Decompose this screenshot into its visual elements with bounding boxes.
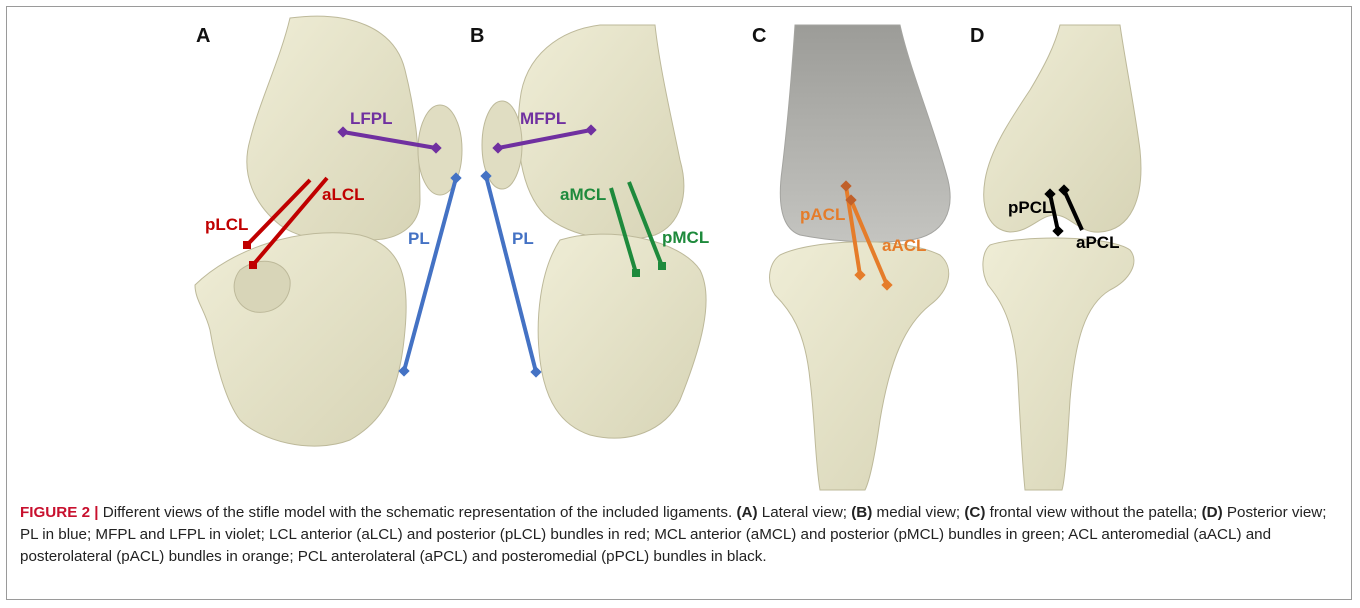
panel-c-pacl-label: pACL [800, 205, 845, 224]
panel-b-mfpl-label: MFPL [520, 109, 566, 128]
panel-d: D pPCL aPCL [970, 25, 1141, 490]
panel-a-plcl-label: pLCL [205, 215, 248, 234]
panel-a-tibia [195, 233, 406, 446]
panel-b-amcl-label: aMCL [560, 185, 606, 204]
panel-b-pl-line [486, 176, 536, 372]
panel-a-letter: A [196, 25, 210, 47]
panel-a: A LFPL aLCL pLCL PL [195, 16, 462, 446]
panel-b-letter: B [470, 25, 484, 47]
caption-text: medial view; [872, 504, 964, 521]
caption-text: Lateral view; [758, 504, 852, 521]
caption-ref-a: (A) [736, 504, 757, 521]
caption-text: Different views of the stifle model with… [99, 504, 737, 521]
caption-ref-c: (C) [964, 504, 985, 521]
figure-label: FIGURE 2 | [20, 504, 99, 521]
panel-b-tibia [538, 234, 706, 438]
panel-c-letter: C [752, 25, 766, 47]
panel-a-pl-label: PL [408, 229, 430, 248]
panel-d-tibia [983, 238, 1134, 490]
caption-text: frontal view without the patella; [985, 504, 1201, 521]
panel-d-ppcl-label: pPCL [1008, 198, 1052, 217]
caption-ref-d: (D) [1202, 504, 1223, 521]
panel-a-alcl-label: aLCL [322, 185, 365, 204]
panel-c-aacl-label: aACL [882, 236, 926, 255]
caption-ref-b: (B) [851, 504, 872, 521]
figure-image: A LFPL aLCL pLCL PL B MFPL aMCL pMCL PL [0, 0, 1360, 500]
panel-b: B MFPL aMCL pMCL PL [470, 25, 709, 438]
panel-d-apcl-label: aPCL [1076, 233, 1119, 252]
panel-b-pl-label: PL [512, 229, 534, 248]
panel-a-lfpl-label: LFPL [350, 109, 393, 128]
panel-d-letter: D [970, 25, 984, 47]
figure-caption: FIGURE 2 | Different views of the stifle… [20, 502, 1342, 568]
panel-c: C pACL aACL [752, 25, 950, 490]
panel-b-femur [518, 25, 684, 239]
panel-a-femur [247, 16, 420, 242]
panel-b-pmcl-label: pMCL [662, 228, 709, 247]
